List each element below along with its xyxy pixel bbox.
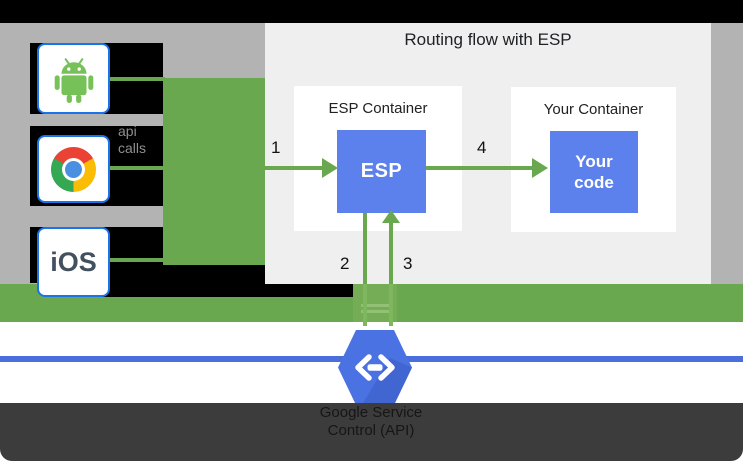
ios-label: iOS — [50, 246, 97, 277]
arrow-1-shaft — [265, 166, 323, 170]
arrow-2-band-segment — [363, 284, 367, 326]
gray-strip — [0, 114, 163, 126]
arrow-3-head-icon — [382, 210, 400, 223]
step-2-label: 2 — [340, 254, 350, 273]
your-container-title: Your Container — [543, 101, 644, 118]
chrome-browser-icon — [51, 146, 96, 192]
band-dash — [361, 304, 389, 307]
ios-client-box: iOS — [37, 227, 110, 297]
ios-connector-line — [110, 258, 165, 262]
panel-title: Routing flow with ESP — [404, 30, 572, 49]
step-4-label: 4 — [477, 138, 487, 157]
service-control-caption-line2: Control (API) — [327, 422, 415, 439]
arrow-3-band-segment — [389, 284, 393, 326]
footer-band — [0, 403, 743, 461]
esp-container-title: ESP Container — [328, 100, 428, 117]
step-1-label: 1 — [271, 138, 281, 157]
arrow-1-head-icon — [322, 158, 338, 178]
api-calls-line1: api — [118, 123, 137, 139]
android-client-box — [37, 43, 110, 114]
service-control-caption: Google Service Control (API) — [266, 404, 476, 440]
chrome-connector-line — [110, 166, 165, 170]
service-control-caption-line1: Google Service — [319, 404, 423, 421]
band-dash — [361, 310, 389, 313]
cloud-endpoints-hexagon-icon — [338, 330, 412, 405]
android-connector-line — [110, 77, 165, 81]
step-3-label: 3 — [403, 254, 413, 273]
arrow-4-shaft — [426, 166, 533, 170]
esp-box-label: ESP — [360, 160, 403, 182]
your-code-box: Your code — [550, 131, 638, 213]
api-calls-line2: calls — [118, 140, 147, 156]
right-gray-backdrop — [711, 23, 743, 284]
your-code-label: Your code — [574, 152, 614, 192]
arrow-2-shaft — [363, 213, 367, 326]
api-calls-label: api calls — [118, 123, 146, 157]
chrome-client-box — [37, 135, 110, 203]
arrow-4-head-icon — [532, 158, 548, 178]
esp-box: ESP — [337, 130, 426, 213]
green-ingress-block — [163, 78, 265, 265]
gray-strip — [0, 206, 163, 227]
arrow-3-shaft — [389, 223, 393, 326]
top-black-band — [0, 0, 743, 23]
android-robot-icon — [54, 57, 93, 103]
